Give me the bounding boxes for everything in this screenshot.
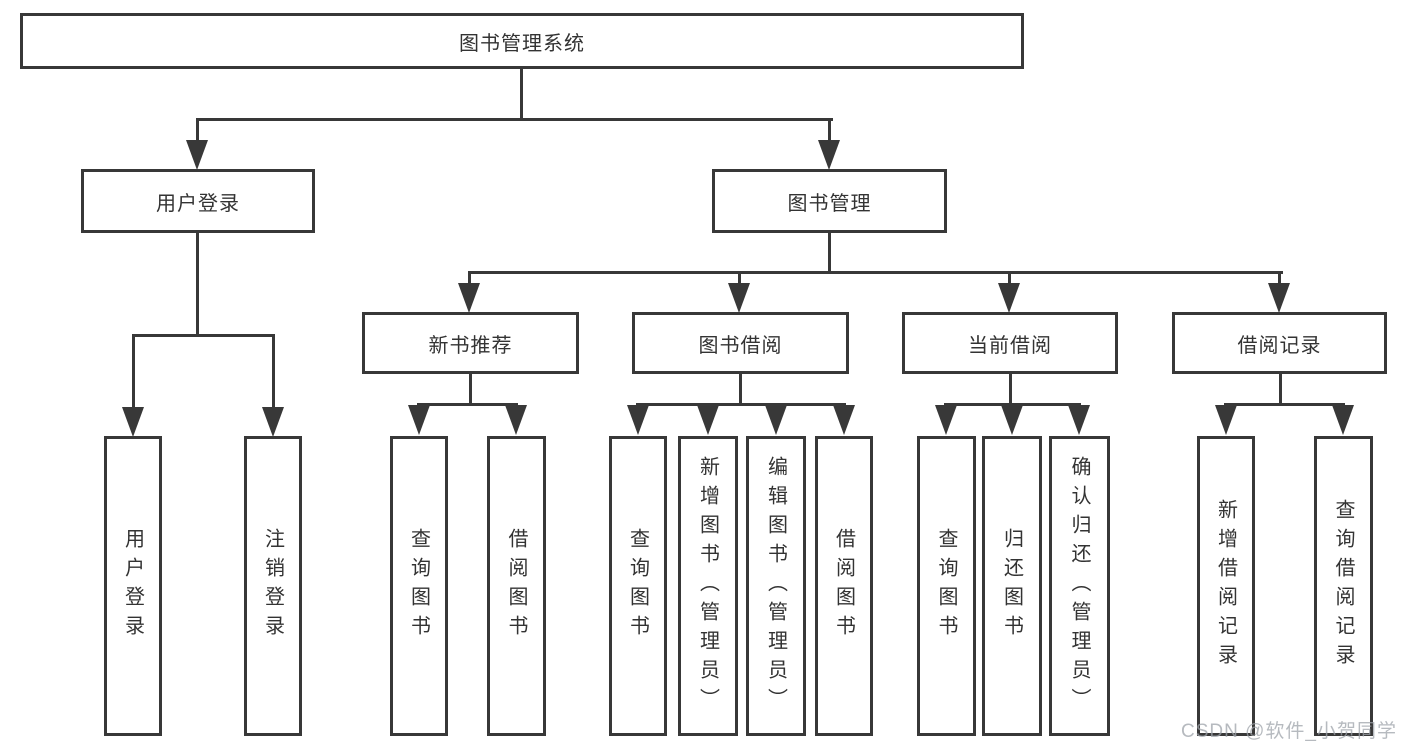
leaf-borrow-borrow-books: 借阅图书 — [815, 436, 873, 736]
arrowhead-records — [1268, 283, 1290, 313]
connector-user-login-trunk — [196, 233, 199, 337]
arrowhead-user-login — [186, 140, 208, 170]
connector-root-branch — [196, 118, 833, 121]
connector-book-borrow-branch — [636, 403, 846, 406]
connector-stem-leaf-login — [132, 334, 135, 409]
leaf-logout: 注销登录 — [244, 436, 302, 736]
connector-stem-records — [1278, 271, 1281, 287]
connector-stem-book-borrow — [738, 271, 741, 287]
arrowhead-bb-query — [627, 405, 649, 435]
leaf-new-book-borrow-books: 借阅图书 — [487, 436, 546, 736]
leaf-current-query-books: 查询图书 — [917, 436, 976, 736]
connector-stem-new-book — [468, 271, 471, 287]
connector-user-login-branch — [132, 334, 275, 337]
leaf-borrow-edit-books-admin: 编辑图书（管理员） — [746, 436, 806, 736]
connector-stem-leaf-logout — [272, 334, 275, 409]
leaf-borrow-add-books-admin: 新增图书（管理员） — [678, 436, 738, 736]
leaf-records-query-record: 查询借阅记录 — [1314, 436, 1373, 736]
connector-book-mgmt-trunk — [828, 233, 831, 274]
node-borrowing-records: 借阅记录 — [1172, 312, 1387, 374]
leaf-borrow-query-books: 查询图书 — [609, 436, 667, 736]
arrowhead-book-borrow — [728, 283, 750, 313]
arrowhead-bb-edit — [765, 405, 787, 435]
leaf-current-confirm-return-admin: 确认归还（管理员） — [1049, 436, 1110, 736]
arrowhead-nb-query — [408, 405, 430, 435]
connector-current-borrow-trunk — [1009, 374, 1012, 406]
leaf-records-add-record: 新增借阅记录 — [1197, 436, 1255, 736]
connector-current-borrow-branch — [944, 403, 1081, 406]
arrowhead-cb-query — [935, 405, 957, 435]
leaf-current-return-books: 归还图书 — [982, 436, 1042, 736]
connector-new-book-branch — [417, 403, 518, 406]
node-new-book-recommend: 新书推荐 — [362, 312, 579, 374]
connector-stem-current-borrow — [1008, 271, 1011, 287]
node-user-login: 用户登录 — [81, 169, 315, 233]
connector-stem-user-login — [196, 118, 199, 145]
leaf-new-book-query-books: 查询图书 — [390, 436, 448, 736]
arrowhead-rec-query — [1332, 405, 1354, 435]
arrowhead-book-management — [818, 140, 840, 170]
connector-root-trunk — [520, 69, 523, 120]
node-book-borrowing: 图书借阅 — [632, 312, 849, 374]
arrowhead-nb-borrow — [505, 405, 527, 435]
connector-book-borrow-trunk — [739, 374, 742, 406]
arrowhead-cb-return — [1001, 405, 1023, 435]
leaf-user-login: 用户登录 — [104, 436, 162, 736]
node-current-borrowing: 当前借阅 — [902, 312, 1118, 374]
connector-book-mgmt-branch — [468, 271, 1283, 274]
arrowhead-bb-borrow — [833, 405, 855, 435]
arrowhead-rec-add — [1215, 405, 1237, 435]
connector-stem-book-management — [828, 118, 831, 145]
connector-records-branch — [1224, 403, 1345, 406]
node-book-management: 图书管理 — [712, 169, 947, 233]
watermark: CSDN @软件_小贺同学 — [1181, 721, 1397, 742]
arrowhead-new-book — [458, 283, 480, 313]
arrowhead-leaf-login — [122, 407, 144, 437]
connector-new-book-trunk — [469, 374, 472, 406]
arrowhead-cb-confirm — [1068, 405, 1090, 435]
node-root-library-system: 图书管理系统 — [20, 13, 1024, 69]
arrowhead-bb-add — [697, 405, 719, 435]
arrowhead-leaf-logout — [262, 407, 284, 437]
connector-records-trunk — [1279, 374, 1282, 406]
arrowhead-current-borrow — [998, 283, 1020, 313]
